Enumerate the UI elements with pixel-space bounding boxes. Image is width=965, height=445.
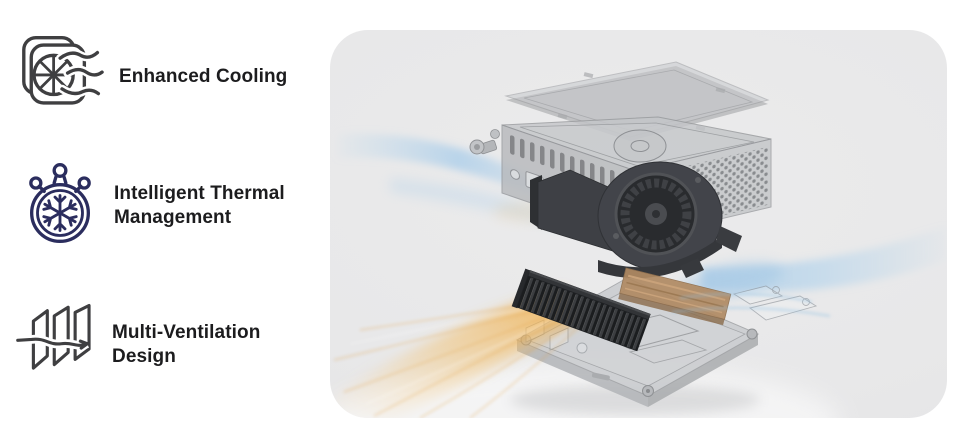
feature-label: Multi-Ventilation Design [112,321,261,367]
illustration-card [330,30,947,418]
feature-label: Enhanced Cooling [119,65,288,87]
fan-airflow-icon [17,33,107,120]
vent-airflow-icon [14,302,98,387]
feature-item-enhanced-cooling: Enhanced Cooling [17,33,287,120]
airflow-wisp-over-heat-pipe [671,292,831,317]
stopwatch-snowflake-icon [20,158,100,253]
heatsink-fins [511,268,651,352]
feature-item-intelligent-thermal-management: Intelligent Thermal Management [20,158,304,253]
antenna-connector [469,129,500,155]
feature-label: Intelligent Thermal Management [114,182,285,228]
copper-heat-pipe [618,267,732,326]
device-blower-fan [530,161,742,279]
feature-item-multi-ventilation-design: Multi-Ventilation Design [14,302,297,387]
device-heatsink-heat-pipe [511,267,831,352]
exploded-mini-pc-illustration [330,61,947,418]
